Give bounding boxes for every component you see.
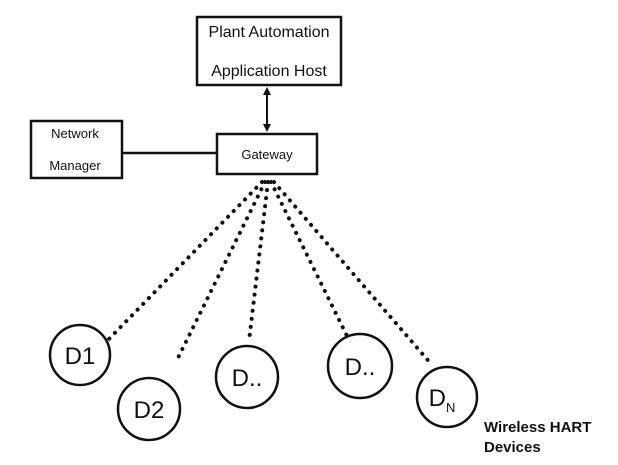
network-manager-label-line1: Network (51, 126, 99, 141)
device-d2: D2 (116, 376, 182, 442)
host-label-line2: Application Host (211, 63, 327, 80)
device-label: D.. (345, 354, 376, 381)
host-node: Plant Automation Application Host (195, 15, 343, 87)
host-label-line1: Plant Automation (209, 24, 330, 41)
device-label-subscript: N (446, 400, 455, 415)
wireless-links (106, 180, 434, 367)
caption-line2: Devices (484, 439, 541, 456)
network-manager-node: Network Manager (29, 119, 124, 180)
device-circle (116, 376, 182, 442)
device-label: DN (429, 385, 456, 415)
gateway-node: Gateway (215, 132, 319, 176)
wireless-link-d4 (269, 180, 351, 342)
caption-line1: Wireless HART (484, 419, 591, 436)
device-dn: DN (415, 365, 479, 429)
device-label: D1 (65, 343, 96, 370)
wireless-link-d2 (174, 180, 267, 364)
network-manager-box (29, 119, 124, 180)
wireless-link-d3 (247, 180, 270, 343)
gateway-label: Gateway (241, 147, 293, 162)
device-d4: D.. (326, 332, 394, 400)
device-circle (48, 323, 112, 387)
device-circle (415, 365, 479, 429)
network-manager-label-line2: Manager (49, 158, 101, 173)
wireless-link-dn (272, 180, 434, 367)
device-label-main: D (429, 385, 446, 412)
gateway-box (215, 132, 319, 176)
device-d1: D1 (48, 323, 112, 387)
device-label: D.. (232, 365, 263, 392)
devices-caption: Wireless HART Devices (484, 419, 591, 456)
wireless-link-d1 (106, 180, 264, 342)
host-box (195, 15, 343, 87)
device-label: D2 (134, 397, 165, 424)
device-circle (214, 344, 280, 410)
device-circle (326, 332, 394, 400)
device-d3: D.. (214, 344, 280, 410)
